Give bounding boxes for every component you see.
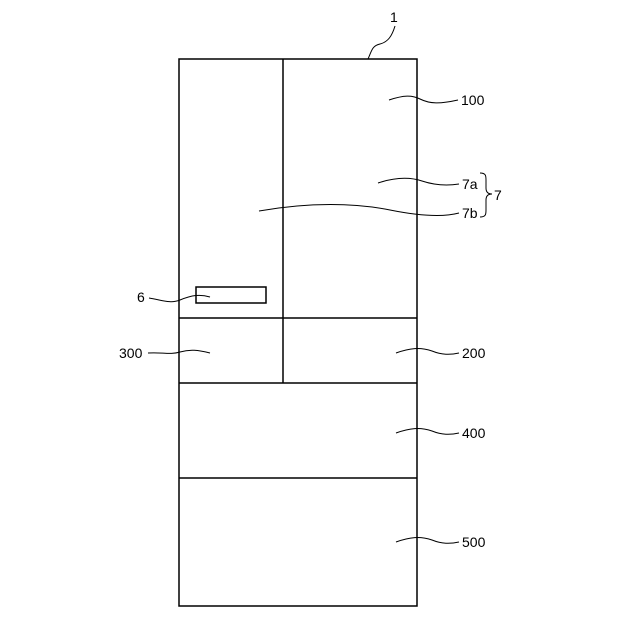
ref-7b: 7b bbox=[462, 205, 478, 221]
leader-7a bbox=[378, 178, 459, 185]
ref-500: 500 bbox=[462, 534, 486, 550]
leader-400 bbox=[396, 429, 459, 435]
leader-7b bbox=[259, 205, 459, 216]
leader-1 bbox=[368, 26, 395, 59]
leader-100 bbox=[389, 96, 458, 103]
ref-300: 300 bbox=[119, 345, 143, 361]
leader-500 bbox=[396, 538, 459, 544]
ref-7a: 7a bbox=[462, 176, 478, 192]
leader-200 bbox=[396, 349, 459, 355]
ref-7: 7 bbox=[494, 187, 502, 203]
ref-100: 100 bbox=[461, 92, 485, 108]
operation-panel bbox=[196, 287, 266, 303]
ref-1: 1 bbox=[390, 9, 398, 25]
ref-400: 400 bbox=[462, 425, 486, 441]
brace-7 bbox=[480, 173, 492, 217]
ref-6: 6 bbox=[137, 289, 145, 305]
refrigerator-body bbox=[179, 59, 417, 606]
ref-200: 200 bbox=[462, 345, 486, 361]
